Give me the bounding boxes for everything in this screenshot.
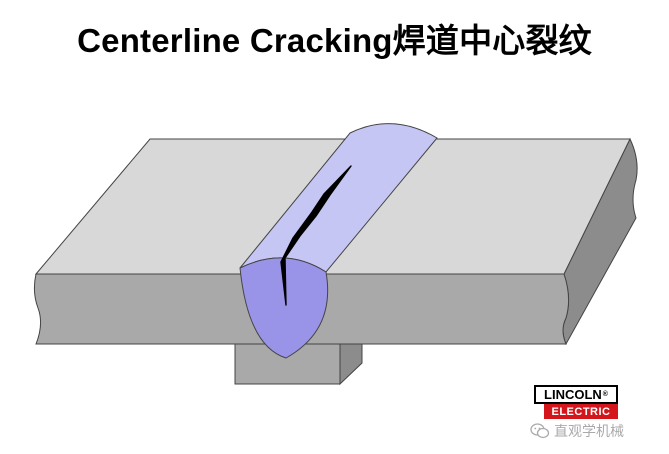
lincoln-electric-logo: LINCOLN® ELECTRIC bbox=[534, 385, 618, 421]
weld-cross-section bbox=[239, 257, 329, 359]
logo-electric: ELECTRIC bbox=[544, 404, 618, 419]
wechat-icon bbox=[530, 423, 550, 439]
watermark: 直观学机械 bbox=[530, 420, 624, 442]
watermark-text: 直观学机械 bbox=[554, 424, 624, 440]
centerline-crack bbox=[280, 165, 352, 306]
logo-lincoln-text: LINCOLN bbox=[544, 387, 602, 402]
slide-title: Centerline Cracking焊道中心裂纹 bbox=[77, 22, 592, 59]
logo-lincoln: LINCOLN® bbox=[534, 385, 618, 404]
logo-registered-mark: ® bbox=[602, 391, 608, 398]
